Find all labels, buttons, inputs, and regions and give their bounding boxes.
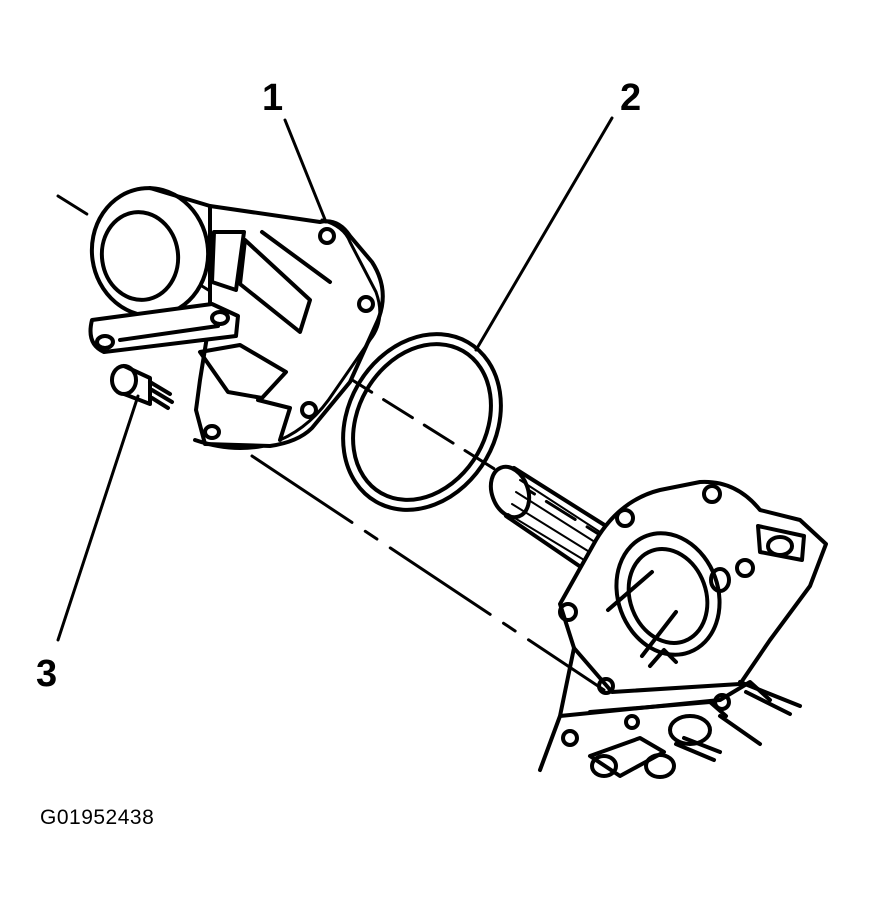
callout-label-3: 3: [36, 653, 57, 695]
callout-leaders: [56, 116, 614, 642]
vent-plug: [110, 364, 174, 410]
output-shaft-assembly: [488, 464, 828, 779]
callout-label-2: 2: [620, 77, 641, 119]
bolt-alignment-line: [250, 454, 606, 692]
callout-label-1: 1: [262, 77, 283, 119]
extension-housing: [88, 186, 385, 450]
o-ring-seal: [341, 332, 503, 512]
figure-id: G01952438: [40, 806, 155, 829]
